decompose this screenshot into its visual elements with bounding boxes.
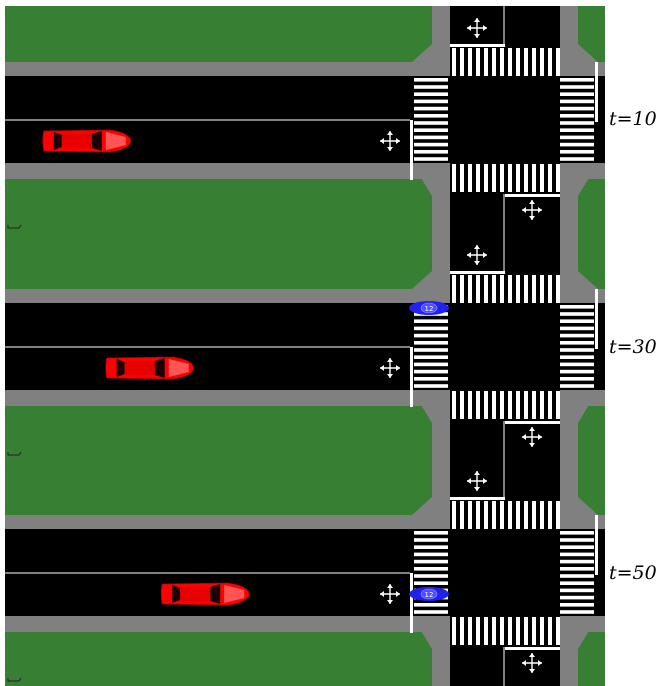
crosswalk-north [452, 501, 560, 529]
time-label: t=10 [609, 108, 657, 130]
stop-line-west [410, 347, 413, 407]
four-way-arrow-icon [380, 584, 400, 604]
intersection-scene [5, 6, 605, 233]
small-arrow-icon [7, 451, 22, 456]
four-way-arrow-icon [380, 131, 400, 151]
stop-line-north [450, 271, 505, 274]
four-way-arrow-icon [522, 653, 542, 673]
stop-line-west [410, 573, 413, 633]
small-arrow-icon [7, 224, 22, 229]
four-way-arrow-icon [467, 471, 487, 491]
pedestrian-id: 12 [425, 305, 434, 313]
stop-line-north [450, 44, 505, 47]
frame-2: 12 [5, 233, 605, 460]
four-way-arrow-icon [522, 427, 542, 447]
road-north-south [450, 6, 560, 233]
pedestrian-id: 12 [425, 591, 434, 599]
car [160, 582, 250, 606]
stop-line-west [410, 120, 413, 180]
time-label: t=30 [609, 336, 657, 358]
crosswalk-east [560, 531, 594, 614]
pedestrian-marker: 12 [409, 301, 449, 315]
intersection-scene: 12 [5, 459, 605, 686]
stop-line-north [450, 497, 505, 500]
four-way-arrow-icon [467, 245, 487, 265]
four-way-arrow-icon [522, 200, 542, 220]
pedestrian-marker: 12 [409, 587, 449, 601]
intersection-scene: 12 [5, 233, 605, 460]
time-label: t=50 [609, 562, 657, 584]
crosswalk-east [560, 305, 594, 388]
four-way-arrow-icon [380, 358, 400, 378]
frame-1 [5, 6, 605, 233]
stop-line-south [505, 194, 560, 197]
stop-line-south [505, 647, 560, 650]
car [42, 129, 132, 153]
crosswalk-north [452, 48, 560, 76]
stop-line-east [595, 515, 598, 575]
crosswalk-north [452, 275, 560, 303]
crosswalk-east [560, 78, 594, 161]
road-north-south [450, 459, 560, 686]
four-way-arrow-icon [467, 18, 487, 38]
crosswalk-south [452, 617, 560, 645]
crosswalk-west [414, 305, 448, 388]
frame-3: 12 [5, 459, 605, 686]
car [105, 356, 195, 380]
road-north-south [450, 233, 560, 460]
stop-line-south [505, 421, 560, 424]
stop-line-east [595, 62, 598, 122]
small-arrow-icon [7, 677, 22, 682]
crosswalk-west [414, 78, 448, 161]
stop-line-east [595, 289, 598, 349]
crosswalk-south [452, 164, 560, 192]
crosswalk-south [452, 391, 560, 419]
